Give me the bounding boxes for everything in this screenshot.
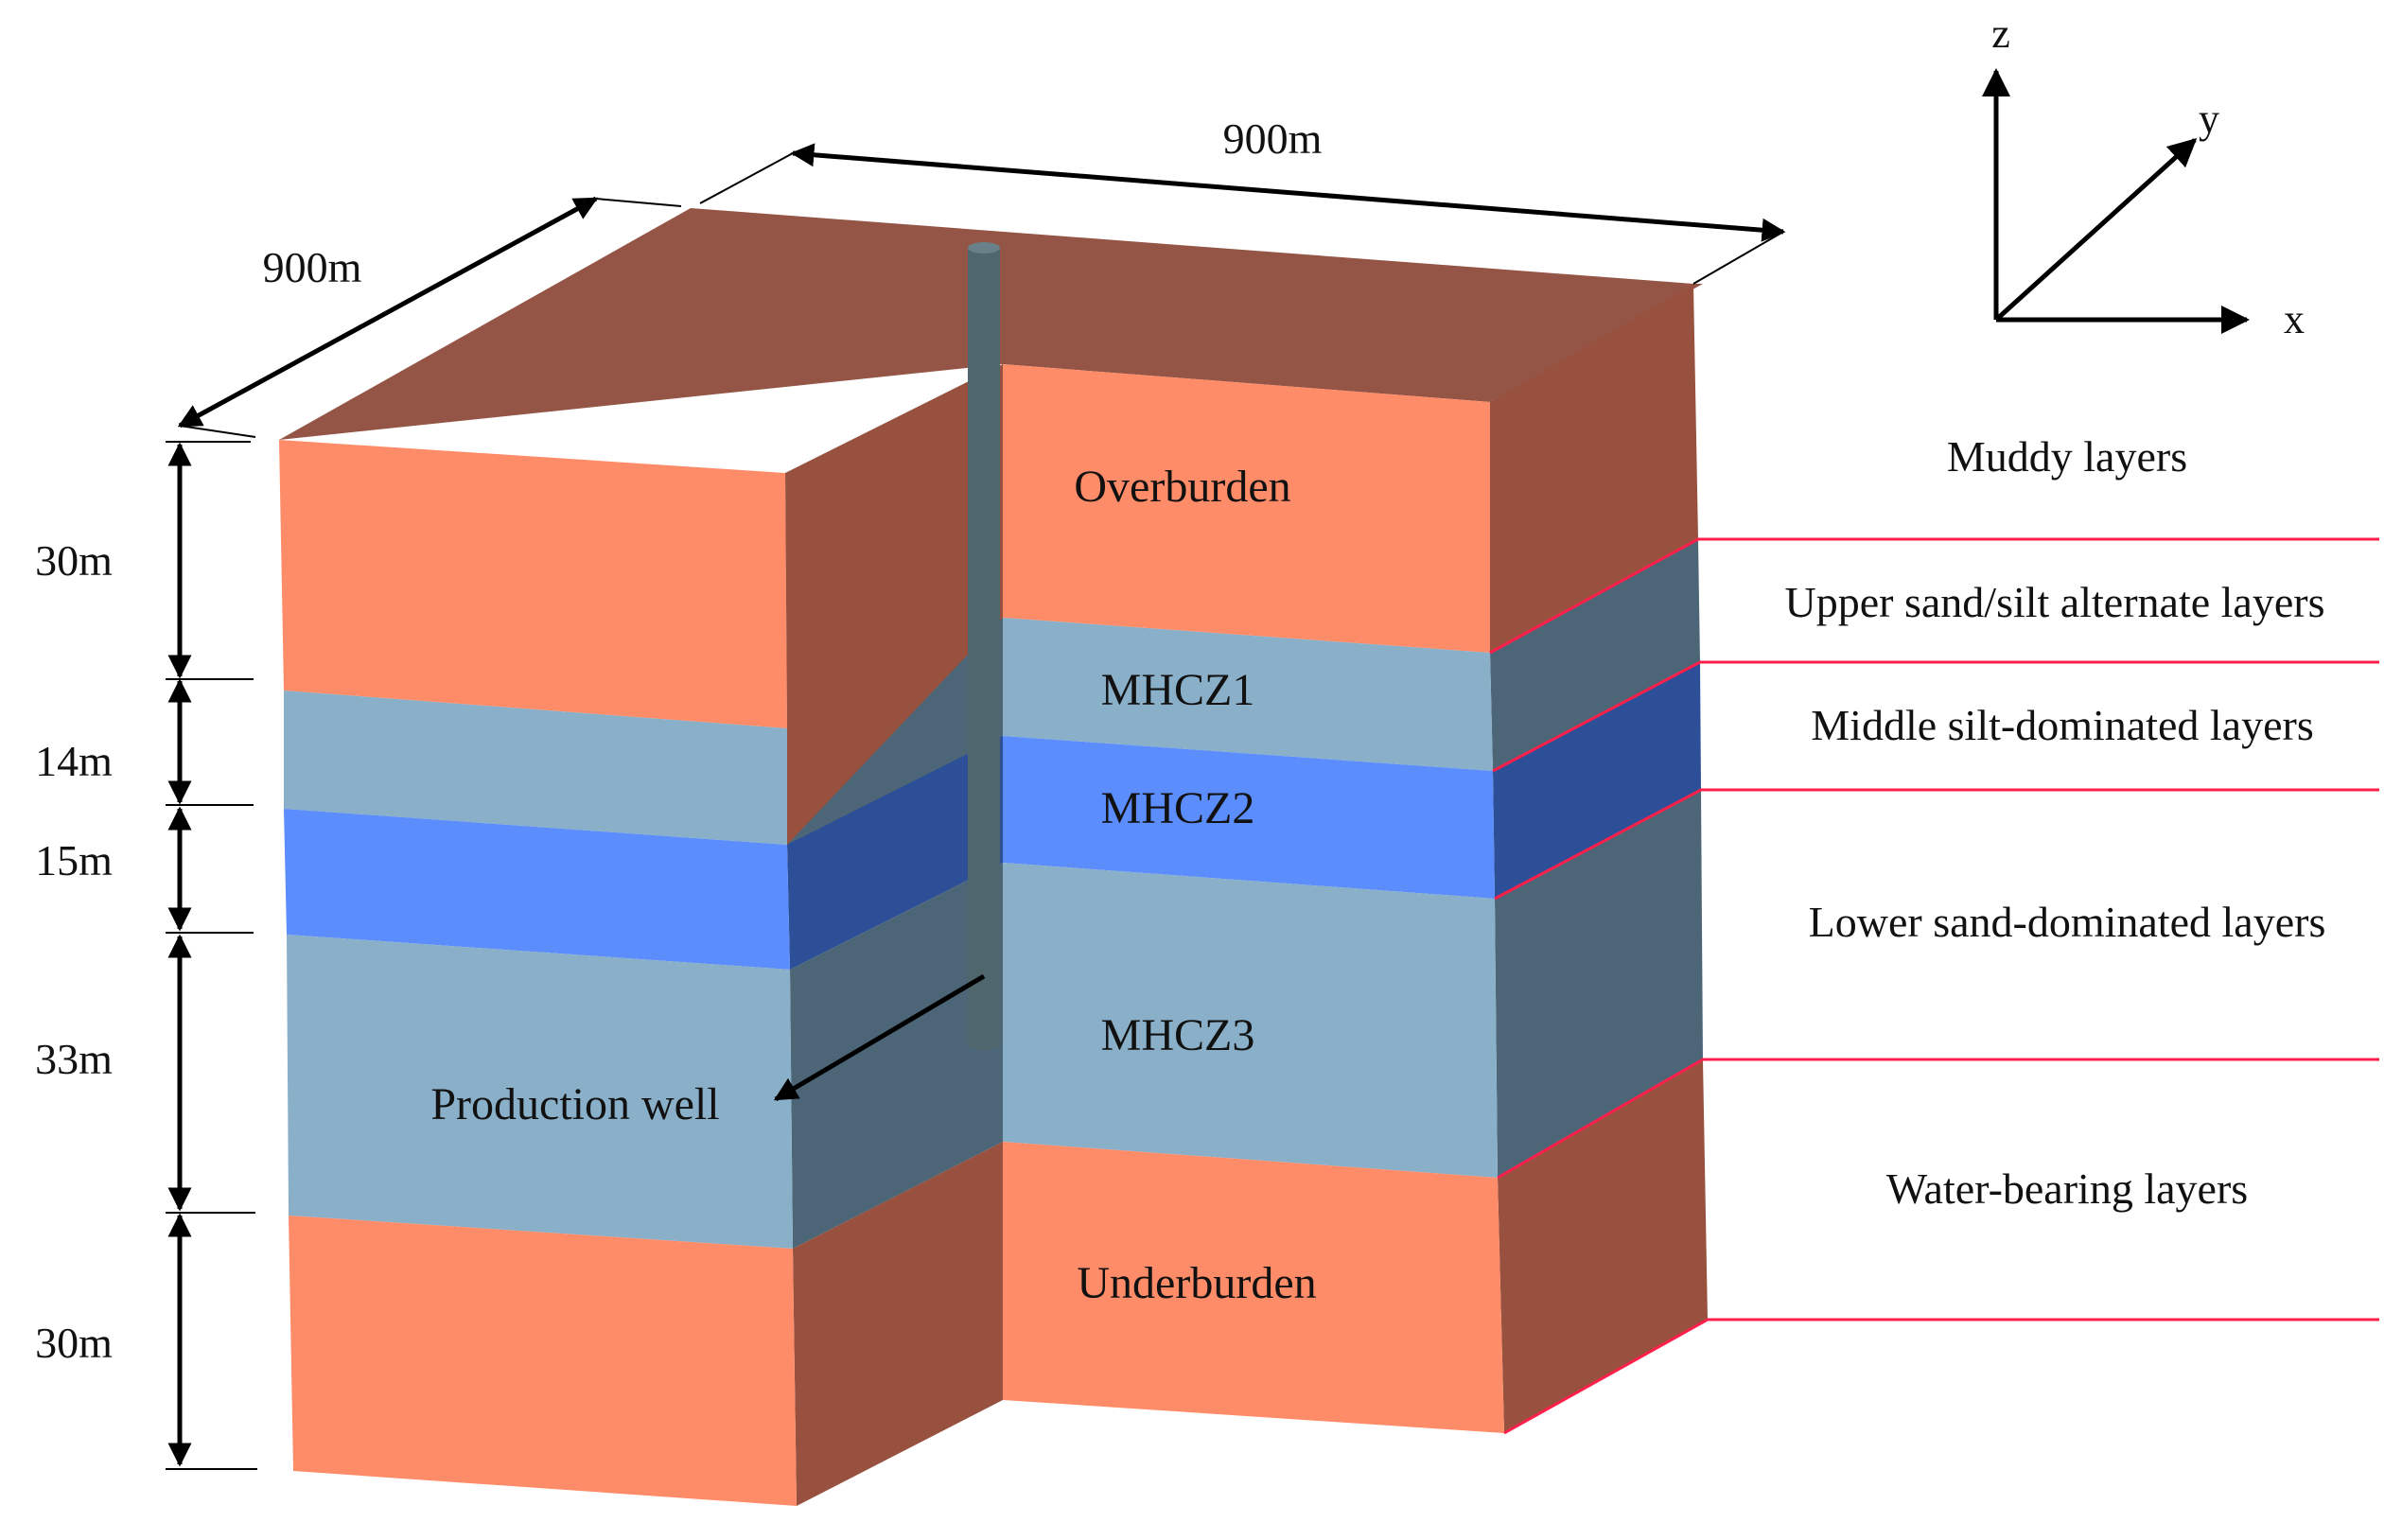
axis-label-x: x [2284,296,2305,342]
front-section-front-face [279,440,797,1506]
thickness-mhcz1-label: 14m [35,737,113,785]
mhcz2-label: MHCZ2 [1101,783,1255,833]
production-well [968,242,1000,1050]
production-well-label: Production well [430,1079,719,1129]
mhcz3-label: MHCZ3 [1101,1010,1255,1060]
underburden-label: Underburden [1077,1258,1316,1308]
layer-label-water-bearing: Water-bearing layers [1886,1164,2248,1213]
axis-label-y: y [2199,96,2219,142]
thickness-mhcz3-label: 33m [35,1035,113,1083]
axis-label-z: z [1991,10,2010,57]
thickness-mhcz2-label: 15m [35,836,113,884]
mhcz1-label: MHCZ1 [1101,665,1255,715]
layer-label-middle-silt: Middle silt-dominated layers [1811,701,2313,749]
dimension-arrows [166,143,1786,1470]
layer-label-muddy: Muddy layers [1947,432,2187,481]
top-width-label: 900m [1223,114,1323,163]
thickness-overburden-label: 30m [35,536,113,585]
thickness-underburden-label: 30m [35,1319,113,1367]
layer-label-lower-sand: Lower sand-dominated layers [1809,898,2326,946]
layer-boundary-lines [1489,537,2379,1435]
coordinate-axes [1982,68,2250,334]
well-pointer-arrow [773,973,986,1102]
front-section-side-face [785,605,1003,1506]
side-depth-label: 900m [263,243,362,291]
back-section-side-face [1490,284,1708,1433]
front-section-side-top [785,364,1003,728]
back-section-front-face [1003,364,1504,1433]
layer-label-upper-sand-silt: Upper sand/silt alternate layers [1785,578,2325,626]
overburden-label: Overburden [1074,462,1290,512]
